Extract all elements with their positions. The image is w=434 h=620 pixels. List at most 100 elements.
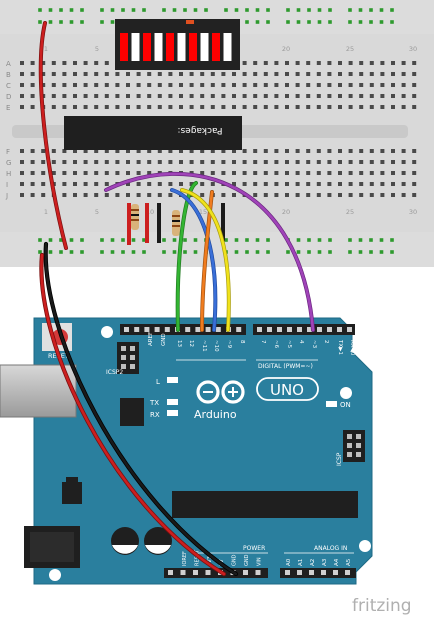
breadboard-hole: [412, 160, 417, 164]
pin-hole: [345, 570, 350, 575]
breadboard-hole: [179, 149, 183, 153]
breadboard-hole: [274, 171, 279, 175]
breadboard-hole: [94, 171, 99, 175]
breadboard-hole: [104, 105, 109, 109]
digital-header-high: [120, 324, 246, 335]
rail-hole: [307, 238, 311, 242]
breadboard-hole: [104, 61, 109, 65]
breadboard-hole: [391, 105, 395, 109]
breadboard-hole: [115, 193, 120, 197]
rail-hole: [266, 8, 270, 12]
resistor-2: [145, 203, 161, 243]
breadboard-hole: [295, 171, 300, 175]
breadboard-hole: [327, 94, 332, 98]
power-header: [164, 568, 268, 578]
column-number: 25: [346, 208, 354, 216]
rail-hole: [100, 238, 104, 242]
breadboard-hole: [348, 193, 353, 197]
on-label: ON: [340, 401, 351, 409]
rail-hole: [142, 8, 146, 12]
header-pin: [130, 364, 135, 369]
breadboard-hole: [274, 149, 279, 153]
rail-hole: [307, 250, 311, 254]
breadboard-hole: [168, 193, 173, 197]
breadboard-hole: [147, 72, 152, 76]
resistor-3: [172, 210, 180, 236]
breadboard-hole: [316, 182, 321, 186]
breadboard-hole: [263, 171, 268, 175]
breadboard-hole: [253, 61, 258, 65]
breadboard-hole: [168, 72, 173, 76]
breadboard-hole: [200, 105, 205, 109]
breadboard-hole: [20, 105, 24, 109]
red-wire-top-core: [39, 21, 68, 250]
rail-hole: [131, 8, 136, 12]
rail-hole: [131, 238, 136, 242]
breadboard-hole: [51, 94, 56, 98]
bargraph-segment: [200, 33, 209, 61]
digital-pin-label: ~9: [226, 340, 232, 349]
breadboard-hole: [295, 83, 300, 87]
rail-hole: [369, 20, 373, 24]
breadboard-hole: [104, 171, 109, 175]
breadboard-hole: [30, 94, 35, 98]
breadboard-hole: [285, 83, 289, 87]
breadboard-hole: [232, 171, 236, 175]
breadboard-hole: [41, 149, 46, 153]
breadboard-hole: [232, 94, 236, 98]
breadboard-hole: [263, 105, 268, 109]
breadboard-hole: [327, 61, 332, 65]
shift-register-chip[interactable]: Packages:: [64, 116, 242, 150]
rail-hole: [379, 238, 384, 242]
pin-hole: [297, 570, 302, 575]
pin-hole: [267, 327, 272, 332]
rail-hole: [193, 238, 198, 242]
digital-pin-label: 13: [176, 340, 182, 347]
breadboard-hole: [263, 193, 268, 197]
analog-pin-label: A5: [346, 558, 352, 566]
breadboard-hole: [401, 182, 406, 186]
jumper-black-short: [221, 203, 225, 241]
breadboard-hole: [189, 72, 194, 76]
breadboard-hole: [274, 61, 279, 65]
breadboard-hole: [380, 94, 385, 98]
breadboard-hole: [94, 72, 99, 76]
rail-hole: [234, 8, 239, 12]
breadboard-hole: [147, 182, 152, 186]
power-jack-inner: [30, 532, 74, 562]
header-pin: [130, 355, 135, 360]
breadboard-hole: [221, 105, 226, 109]
rail-hole: [80, 250, 84, 254]
rail-hole: [224, 8, 228, 12]
breadboard-hole: [401, 94, 406, 98]
breadboard-hole: [274, 94, 279, 98]
breadboard-hole: [94, 105, 99, 109]
breadboard-hole: [274, 83, 279, 87]
breadboard-holes: [20, 61, 417, 197]
breadboard-hole: [380, 160, 385, 164]
breadboard-hole: [306, 193, 311, 197]
breadboard-hole: [306, 149, 311, 153]
led-bargraph[interactable]: [115, 19, 240, 70]
breadboard-hole: [147, 193, 152, 197]
breadboard-hole: [327, 72, 332, 76]
resistors[interactable]: [127, 203, 225, 245]
breadboard-hole: [94, 83, 99, 87]
rail-hole: [390, 250, 394, 254]
rail-hole: [286, 20, 290, 24]
breadboard-hole: [295, 160, 300, 164]
breadboard-hole: [20, 61, 24, 65]
breadboard-hole: [412, 193, 417, 197]
breadboard-hole: [359, 193, 364, 197]
breadboard-hole: [30, 105, 35, 109]
breadboard-hole: [83, 171, 88, 175]
breadboard-hole: [136, 105, 141, 109]
breadboard-hole: [51, 72, 56, 76]
rail-hole: [296, 250, 301, 254]
breadboard-hole: [157, 83, 162, 87]
breadboard-hole: [253, 149, 258, 153]
breadboard-hole: [157, 182, 162, 186]
breadboard-hole: [210, 182, 215, 186]
